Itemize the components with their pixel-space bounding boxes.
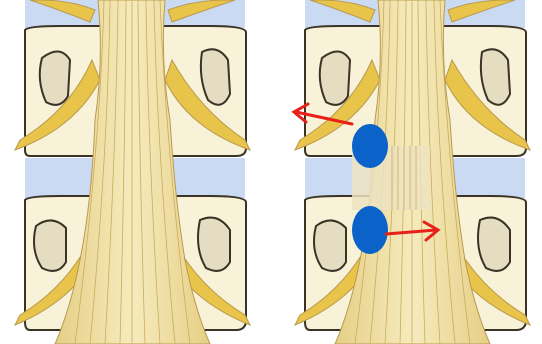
spine-panel-left xyxy=(0,0,262,344)
spine-panel-right xyxy=(280,0,542,344)
compression-marker-icon xyxy=(352,206,388,254)
pedicle-icon xyxy=(198,218,230,271)
pedicle-icon xyxy=(320,51,350,104)
spinal-cord-diagram-left xyxy=(0,0,262,344)
pedicle-icon xyxy=(40,51,70,104)
spinal-cord-diagram-right xyxy=(280,0,542,344)
pedicle-icon xyxy=(478,218,510,271)
pedicle-icon xyxy=(314,220,346,270)
pedicle-icon xyxy=(34,220,66,270)
compression-marker-icon xyxy=(352,124,388,168)
